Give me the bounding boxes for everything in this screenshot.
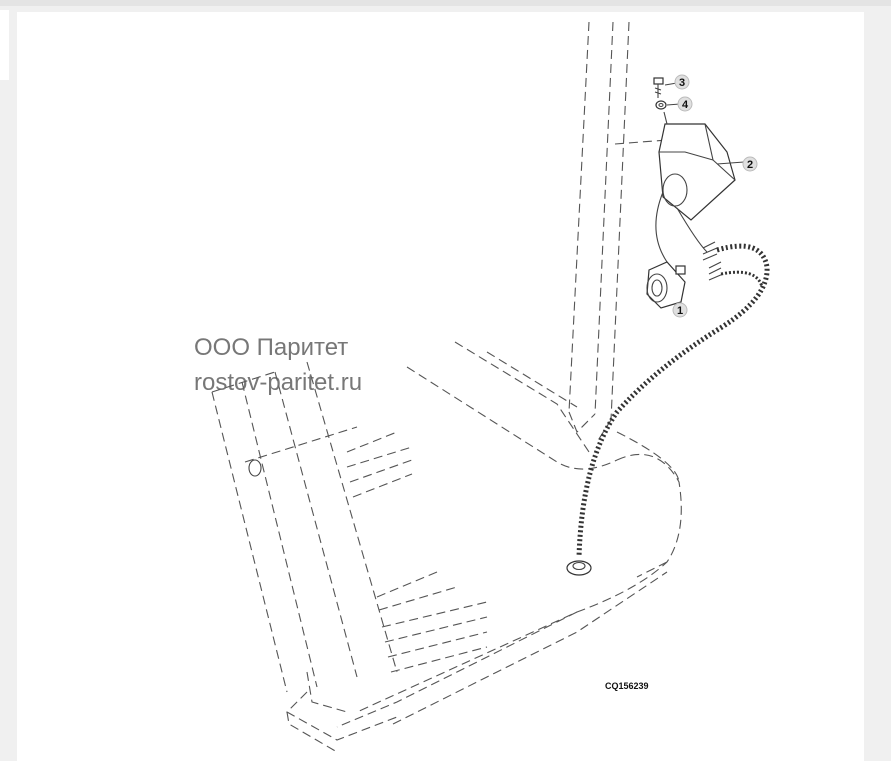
reference-line [614, 139, 668, 145]
callout-4-label: 4 [682, 99, 689, 111]
grommet [566, 560, 592, 576]
washer-part [655, 100, 667, 110]
bracket-part [655, 123, 736, 263]
vertical-post [568, 21, 630, 443]
socket-part [646, 261, 686, 309]
diagram-sheet: 3 4 2 1 CQ156239 [17, 12, 864, 761]
wire-harness [576, 243, 770, 558]
callout-2: 2 [742, 156, 758, 172]
figure-id: CQ156239 [605, 681, 649, 691]
window-top-strip [0, 0, 891, 6]
callout-2-label: 2 [747, 159, 753, 171]
watermark-url: rostov-paritet.ru [194, 369, 363, 396]
connector-pins [702, 241, 724, 281]
wire-branch [720, 270, 764, 288]
callout-1-label: 1 [677, 305, 683, 317]
watermark-company: ООО Паритет [194, 334, 349, 361]
screw-part [653, 77, 664, 98]
callout-1: 1 [672, 302, 688, 318]
screw-guide-line [663, 111, 668, 125]
ladder-frame [211, 361, 488, 713]
callout-3: 3 [674, 74, 690, 90]
leader-2 [716, 161, 745, 165]
bolt-hole [248, 459, 262, 477]
watermark: ООО Паритет rostov-paritet.ru [194, 330, 362, 400]
callout-4: 4 [677, 96, 693, 112]
callout-3-label: 3 [679, 77, 685, 89]
step-platform [286, 341, 682, 753]
left-edge-tab [0, 10, 9, 80]
parts-diagram: 3 4 2 1 CQ156239 [211, 21, 770, 753]
